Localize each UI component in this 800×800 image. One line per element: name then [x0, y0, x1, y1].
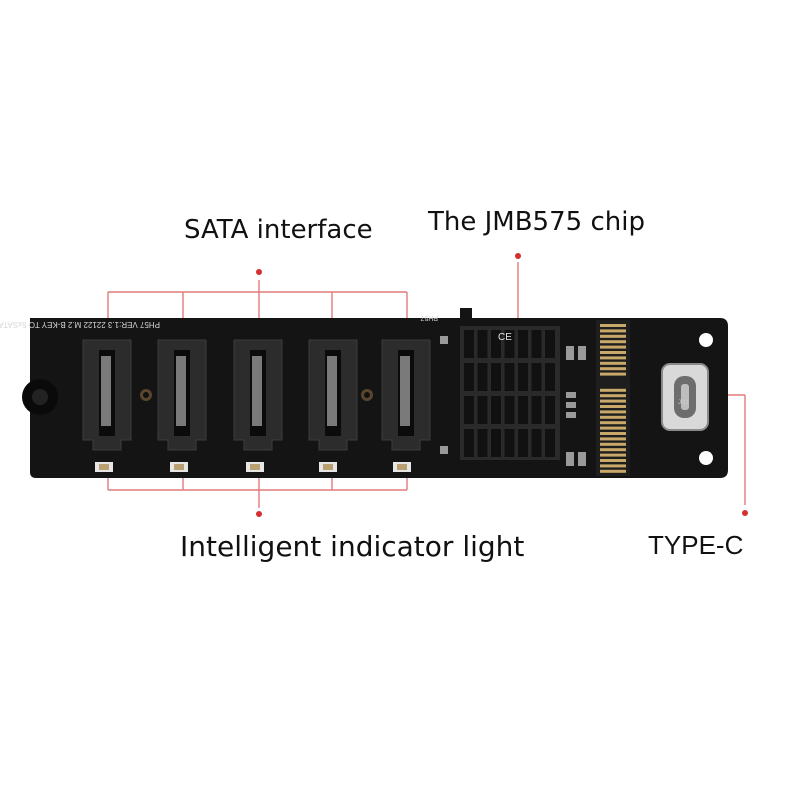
sata-dot: [256, 269, 262, 275]
indicator-leds: [95, 462, 411, 472]
jmb575-heatsink: [460, 326, 560, 460]
sata-bracket-top: [107, 280, 408, 318]
led-icon: [95, 462, 113, 472]
m2-gold-contacts: [596, 320, 630, 476]
led-icon: [393, 462, 411, 472]
indicator-light-label: Intelligent indicator light: [180, 530, 525, 563]
smd-components: [440, 336, 586, 466]
sata-port-icon: [308, 339, 358, 451]
board-silkscreen: PH57 VER:1.3 22122 M.2 B-KEY TO 5xSATAGG…: [0, 320, 160, 329]
typec-dot: [742, 510, 748, 516]
led-icon: [319, 462, 337, 472]
board-model-tag: PH57: [420, 314, 438, 321]
sata-port-icon: [82, 339, 132, 451]
sata-port-icon: [233, 339, 283, 451]
sata-port-icon: [381, 339, 431, 451]
pcb-hole: [699, 333, 713, 347]
chip-label: The JMB575 chip: [428, 207, 645, 237]
sata-ports: [82, 339, 431, 451]
sata-interface-label: SATA interface: [184, 215, 373, 245]
typec-mark: JN1: [678, 400, 689, 406]
sata-port-icon: [157, 339, 207, 451]
led-icon: [170, 462, 188, 472]
ce-mark-icon: CE: [498, 332, 512, 343]
led-icon: [246, 462, 264, 472]
chip-dot: [515, 253, 521, 259]
led-dot: [256, 511, 262, 517]
pcb-hole: [699, 451, 713, 465]
type-c-label: TYPE-C: [648, 530, 744, 560]
usb-c-port-icon: [661, 363, 709, 431]
